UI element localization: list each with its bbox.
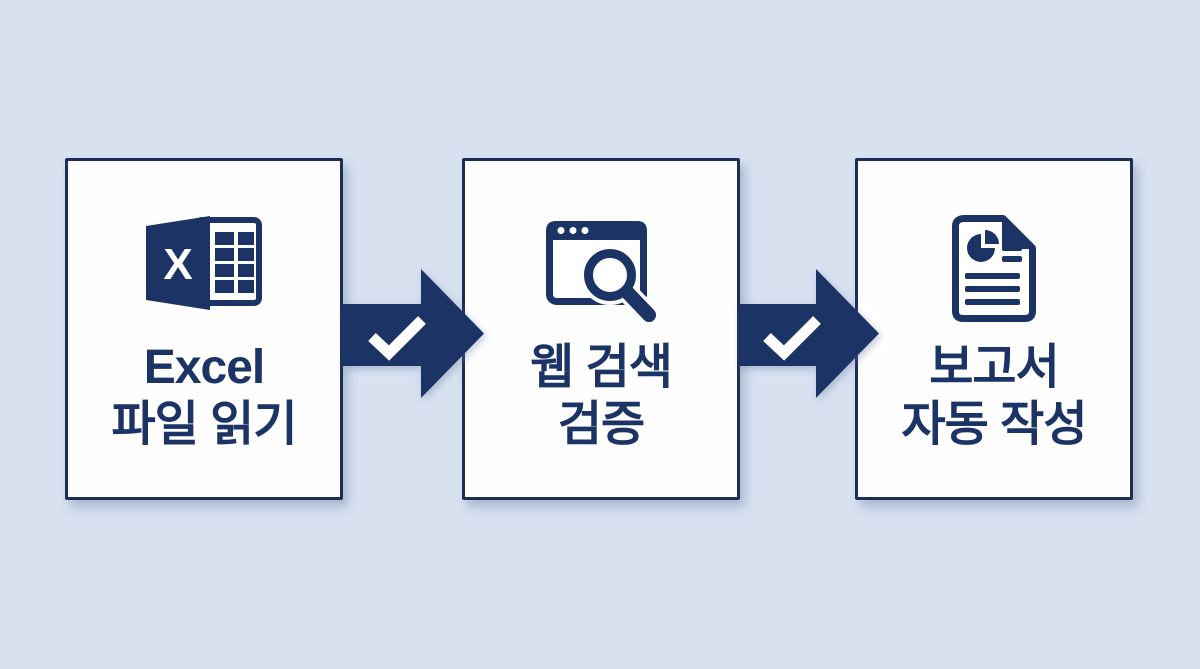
step-label-line: Excel [143, 341, 265, 394]
excel-flag-shape [146, 216, 210, 310]
spreadsheet-grid-cells [215, 232, 254, 293]
step-label-line: 웹 검색 [530, 341, 673, 394]
report-document-icon-svg [952, 215, 1036, 322]
checkmark-icon [368, 316, 426, 361]
step-label-line: 자동 작성 [901, 398, 1088, 451]
step-box-report-auto-write: 보고서 자동 작성 [855, 158, 1133, 500]
browser-title-bar [546, 221, 647, 240]
browser-search-icon-svg [546, 221, 656, 326]
report-document-icon [952, 215, 1036, 322]
step-label-line: 파일 읽기 [111, 398, 298, 451]
step-label-report-auto-write: 보고서 자동 작성 [858, 339, 1130, 453]
document-folded-corner [1002, 217, 1034, 249]
flow-arrow-2 [738, 269, 879, 398]
checkmark-icon [763, 316, 821, 361]
step-label-web-search-verify: 웹 검색 검증 [465, 339, 737, 453]
step-label-line: 검증 [557, 398, 645, 451]
document-text-lines [965, 245, 1022, 305]
flow-arrow-1 [343, 269, 484, 398]
step-label-line: 보고서 [929, 341, 1059, 394]
right-arrow-icon [738, 269, 879, 398]
browser-search-icon [546, 221, 656, 329]
magnifier-icon [584, 249, 656, 322]
step-label-excel-read: Excel 파일 읽기 [68, 339, 340, 453]
browser-dots [557, 227, 589, 234]
pie-chart-glyph [967, 230, 999, 262]
right-arrow-icon [343, 269, 484, 398]
step-box-excel-read: X Excel 파일 읽기 [65, 158, 343, 500]
excel-letter: X [163, 240, 192, 289]
excel-file-icon: X [144, 213, 264, 313]
excel-file-icon-svg: X [146, 216, 262, 310]
step-box-web-search-verify: 웹 검색 검증 [462, 158, 740, 500]
